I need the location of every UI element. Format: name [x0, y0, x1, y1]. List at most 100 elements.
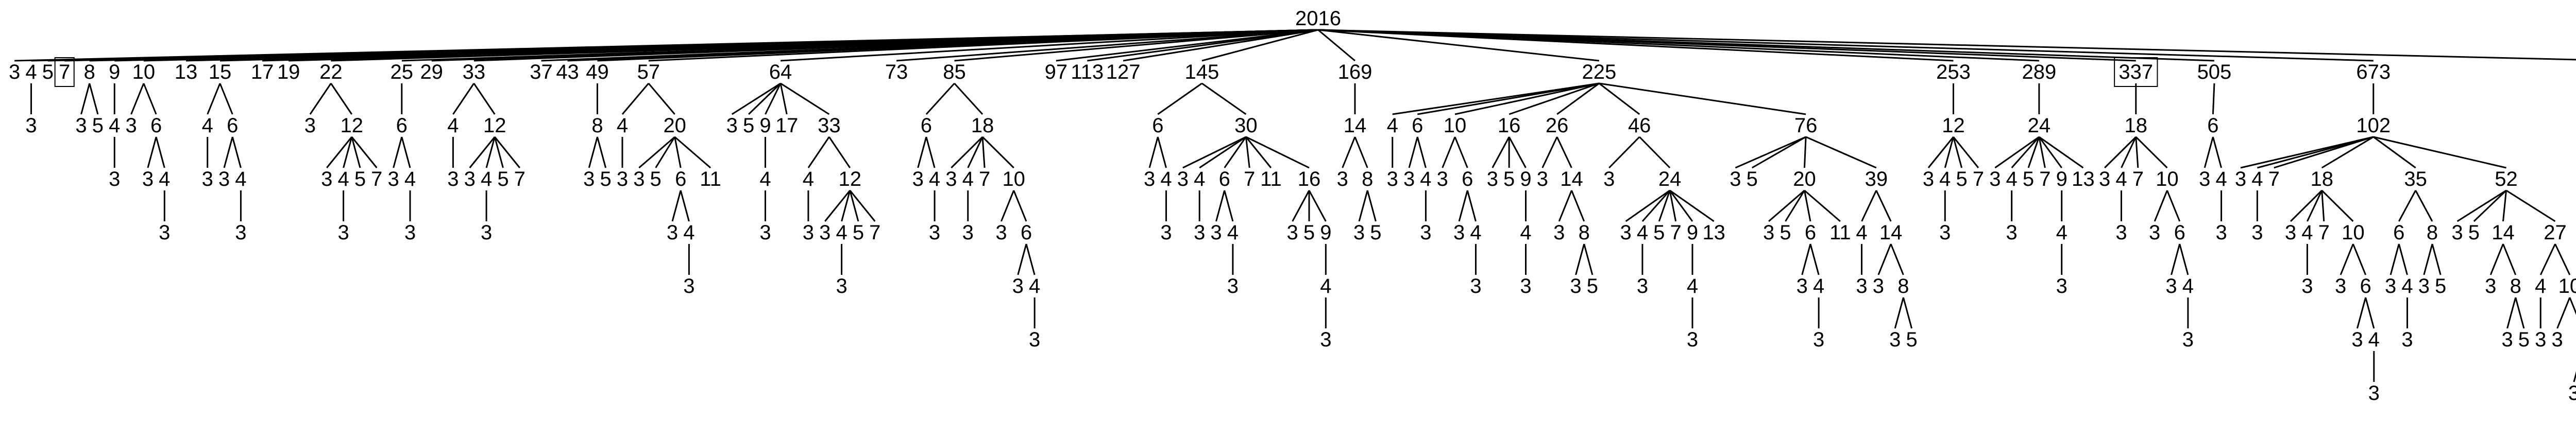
tree-node: 5: [1747, 168, 1758, 190]
tree-node: 4: [1813, 275, 1824, 297]
tree-node: 3: [1470, 275, 1481, 297]
tree-node: 4: [447, 114, 459, 137]
tree-edge: [1804, 189, 1841, 222]
tree-node: 4: [202, 114, 213, 137]
tree-edge: [1658, 190, 1671, 222]
tree-node: 18: [971, 114, 994, 137]
boxed-tree-node: 337: [2119, 61, 2153, 83]
tree-node: 11: [1260, 168, 1282, 190]
tree-node: 5: [1587, 275, 1598, 297]
tree-node: 13: [1702, 221, 1725, 244]
tree-node: 9: [759, 114, 771, 137]
tree-node: 3: [1730, 168, 1741, 190]
tree-node: 3: [2385, 275, 2396, 297]
tree-edge: [2539, 243, 2556, 275]
tree-node: 3: [1387, 168, 1398, 190]
tree-node: 4: [1029, 275, 1040, 297]
tree-node: 3: [2401, 328, 2413, 351]
tree-edge: [1994, 136, 2040, 169]
tree-edge: [2307, 190, 2323, 222]
tree-edge: [393, 136, 403, 168]
tree-edge: [2502, 243, 2517, 275]
tree-node: 18: [2310, 168, 2333, 190]
tree-edge: [485, 136, 496, 168]
tree-edge: [1735, 136, 1806, 169]
tree-node: 3: [1227, 275, 1239, 297]
tree-edge: [1803, 190, 1811, 222]
boxed-tree-node: 7: [59, 61, 70, 83]
tree-edge: [1639, 136, 1671, 169]
tree-node: 14: [2492, 221, 2515, 244]
tree-node: 4: [617, 114, 628, 137]
tree-edge: [219, 83, 233, 115]
tree-node: 24: [2028, 114, 2051, 137]
tree-node: 102: [2356, 114, 2391, 137]
tree-node: 8: [1579, 221, 1590, 244]
tree-edge: [1318, 29, 2214, 62]
tree-node: 9: [2056, 168, 2067, 190]
tree-edge: [1599, 82, 1640, 115]
tree-node: 5: [354, 168, 366, 190]
tree-edge: [648, 83, 675, 115]
tree-node: 3: [1620, 221, 1631, 244]
tree-edge: [648, 29, 1318, 62]
tree-edge: [1466, 190, 1477, 222]
tree-edge: [1902, 297, 1913, 329]
tree-node: 4: [2368, 328, 2380, 351]
tree-node: 6: [227, 114, 238, 137]
tree-node: 2016: [1295, 7, 1341, 30]
tree-node: 57: [637, 61, 660, 83]
tree-node: 3: [1939, 221, 1951, 244]
tree-edge: [130, 83, 145, 115]
tree-node: 4: [2251, 168, 2263, 190]
tree-node: 253: [1936, 61, 1971, 83]
tree-node: 5: [1370, 221, 1381, 244]
tree-edge: [2505, 189, 2556, 222]
tree-edge: [1575, 243, 1585, 275]
tree-node: 6: [2174, 221, 2185, 244]
tree-node: 3: [617, 168, 628, 190]
tree-node: 4: [2301, 221, 2313, 244]
tree-edge: [1556, 82, 1600, 115]
tree-node: 43: [556, 61, 579, 83]
tree-node: 4: [836, 221, 847, 244]
tree-node: 15: [209, 61, 232, 83]
tree-edge: [1358, 190, 1368, 222]
tree-node: 4: [159, 168, 170, 190]
tree-node: 10: [2558, 275, 2576, 297]
tree-node: 17: [251, 61, 274, 83]
tree-edge: [469, 136, 496, 168]
tree-node: 3: [1160, 221, 1172, 244]
tree-node: 3: [2235, 168, 2246, 190]
tree-edge: [849, 190, 876, 222]
tree-node: 13: [2072, 168, 2095, 190]
tree-node: 4: [1470, 221, 1481, 244]
tree-edge: [494, 136, 504, 168]
tree-node: 3: [945, 168, 957, 190]
tree-node: 9: [1520, 168, 1531, 190]
tree-node: 3: [2056, 275, 2067, 297]
tree-node: 6: [396, 114, 408, 137]
tree-edge: [1342, 136, 1356, 168]
tree-edge: [680, 190, 690, 222]
tree-node: 6: [2207, 114, 2218, 137]
tree-node: 12: [839, 168, 862, 190]
tree-node: 4: [1687, 275, 1698, 297]
tree-edge: [1454, 136, 1468, 168]
tree-edge: [1541, 136, 1558, 168]
tree-node: 127: [1106, 61, 1141, 83]
tree-node: 4: [1387, 114, 1398, 137]
tree-edge: [1157, 82, 1202, 115]
tree-edge: [981, 136, 1014, 169]
tree-node: 289: [2022, 61, 2057, 83]
tree-node: 3: [2368, 382, 2380, 405]
tree-edge: [207, 83, 221, 115]
tree-node: 3: [1320, 328, 1331, 351]
tree-edge: [1508, 136, 1527, 168]
tree-node: 4: [2215, 168, 2227, 190]
tree-edge: [671, 190, 682, 222]
tree-node: 19: [277, 61, 300, 83]
tree-node: 5: [1503, 168, 1515, 190]
